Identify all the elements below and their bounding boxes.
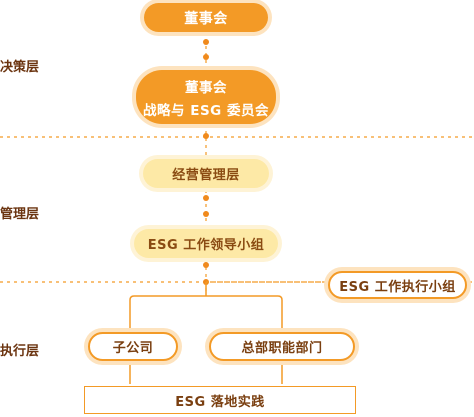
node-board: 董事会: [144, 3, 268, 32]
node-management-layer-label: 经营管理层: [172, 168, 240, 183]
connector-dot: [203, 211, 209, 217]
layer-label-decision: 决策层: [0, 60, 40, 75]
connector-dot: [203, 262, 209, 268]
layer-label-management: 管理层: [0, 207, 40, 222]
node-management-layer: 经营管理层: [143, 159, 269, 188]
node-esg-practice-label: ESG 落地实践: [175, 394, 265, 410]
node-esg-committee-line2: 战略与 ESG 委员会: [143, 102, 269, 119]
node-hq-departments-label: 总部职能部门: [241, 341, 323, 356]
connector-dot: [203, 133, 209, 139]
node-esg-practice: ESG 落地实践: [84, 386, 356, 414]
node-subsidiaries: 子公司: [88, 332, 178, 361]
connector-dot: [203, 39, 209, 45]
node-esg-working-group-label: ESG 工作执行小组: [339, 279, 456, 295]
connector-dot: [203, 195, 209, 201]
node-subsidiaries-label: 子公司: [112, 341, 154, 356]
branch-tree: [129, 295, 283, 328]
node-esg-leadership-group-label: ESG 工作领导小组: [147, 238, 265, 253]
node-board-label: 董事会: [184, 10, 228, 27]
node-esg-committee-line1: 董事会: [185, 79, 227, 96]
node-esg-committee: 董事会 战略与 ESG 委员会: [136, 70, 276, 124]
layer-label-execution: 执行层: [0, 344, 40, 359]
node-esg-working-group: ESG 工作执行小组: [328, 271, 467, 299]
node-hq-departments: 总部职能部门: [209, 332, 355, 361]
connector-dot: [203, 54, 209, 60]
node-esg-leadership-group: ESG 工作领导小组: [134, 229, 278, 258]
